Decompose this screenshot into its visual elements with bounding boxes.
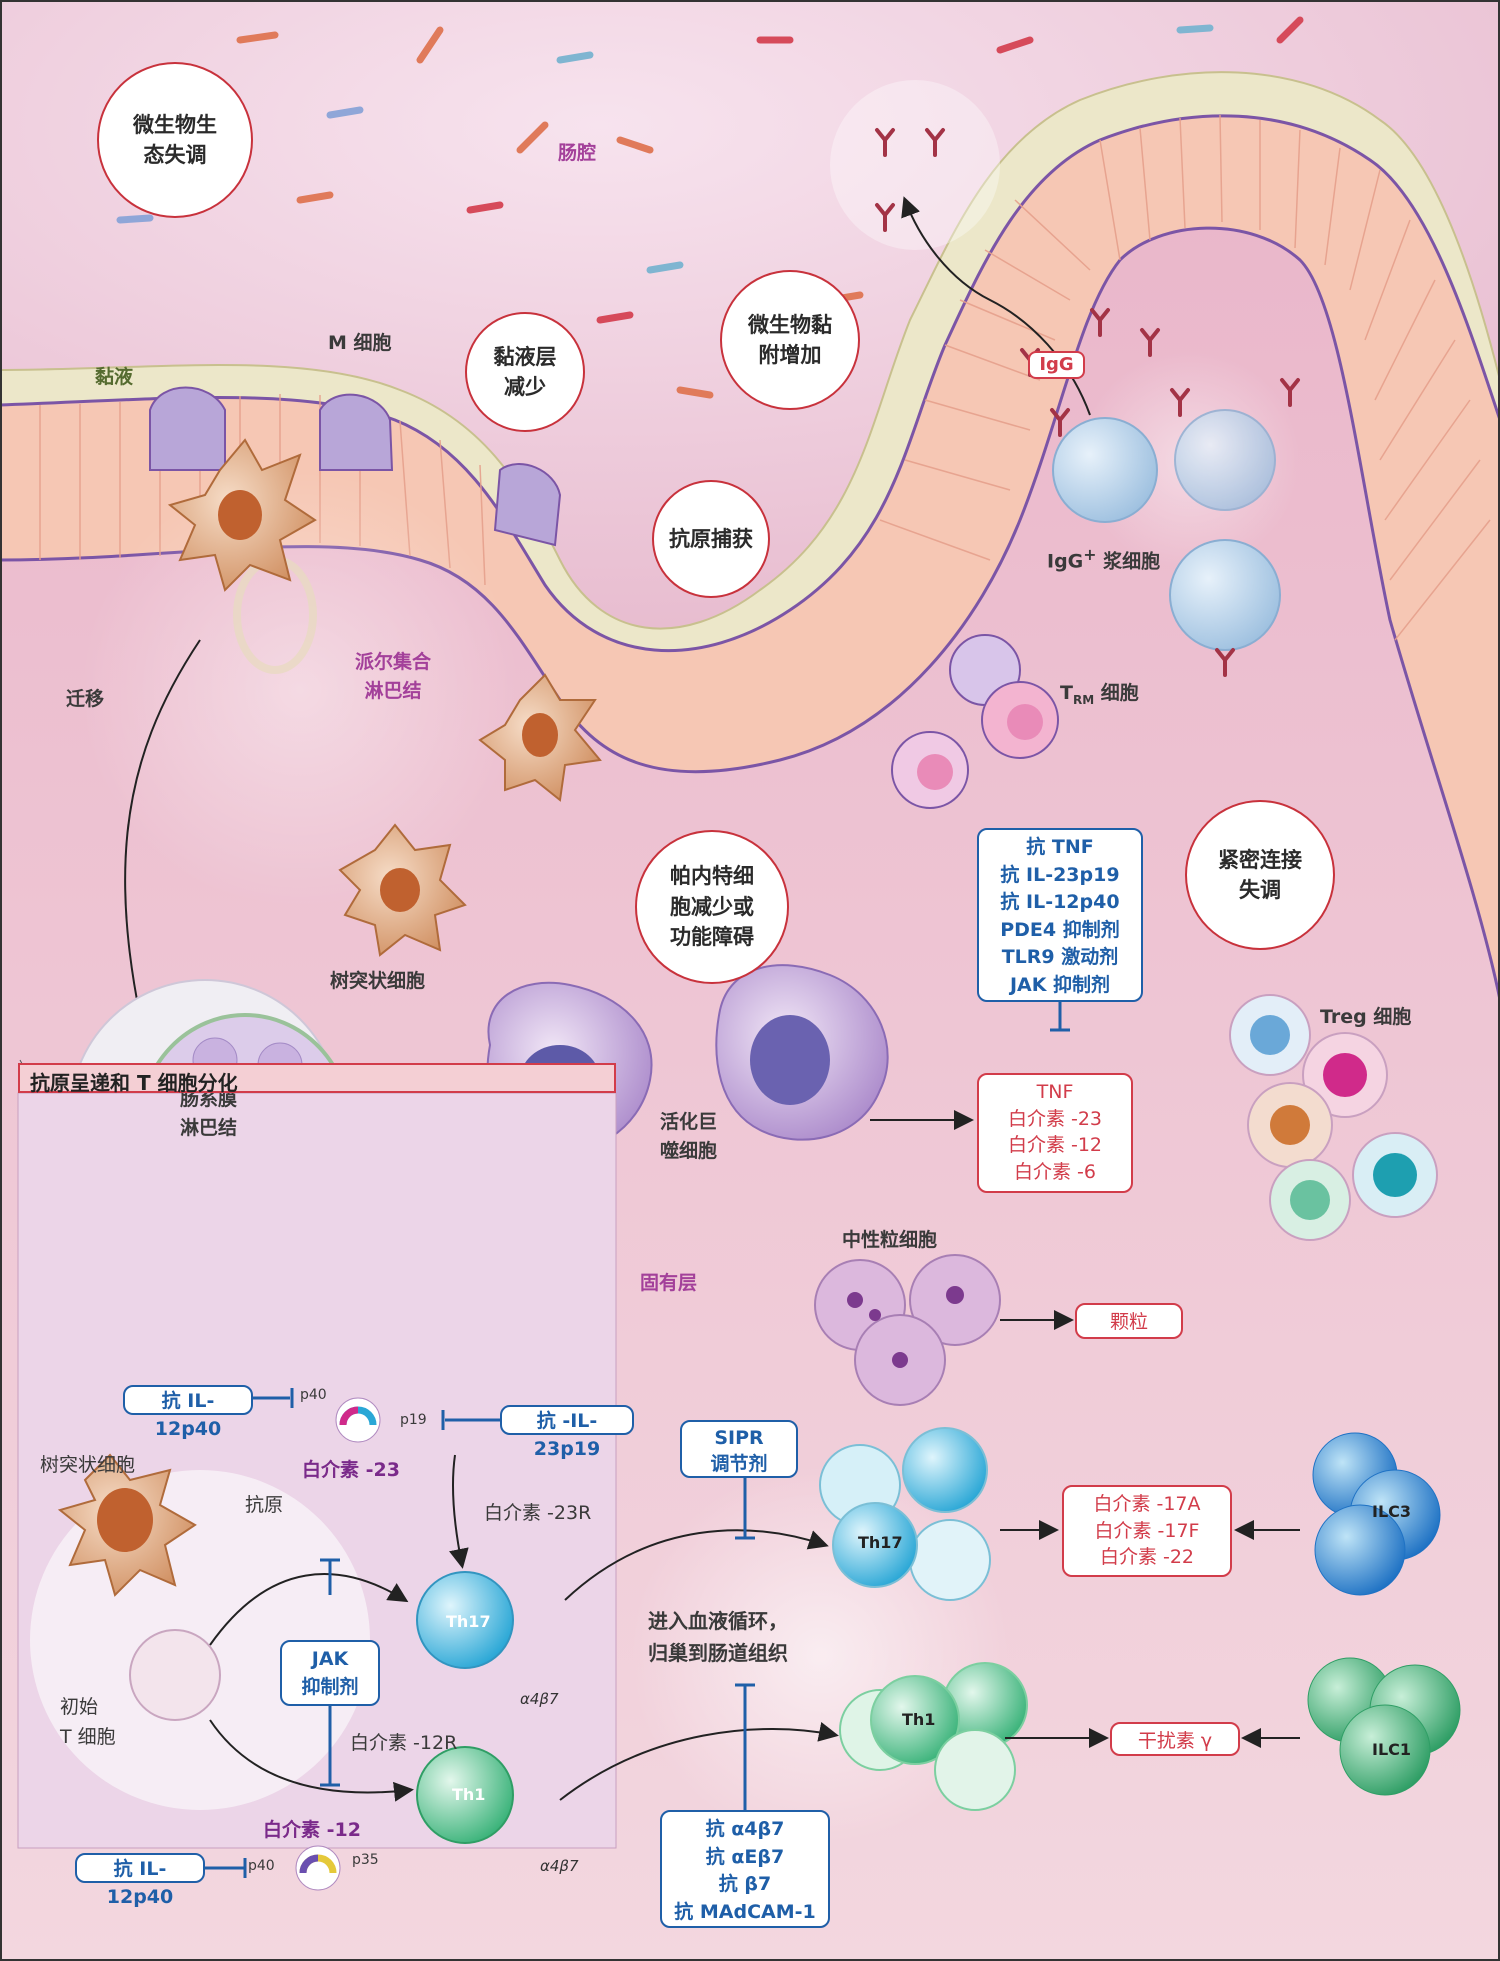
cytokine-item: 白介素 -17F bbox=[1094, 1519, 1200, 1542]
antigen-capture-text: 抗原捕获 bbox=[669, 526, 753, 551]
circulation-label: 进入血液循环， 归巢到肠道组织 bbox=[648, 1609, 788, 1665]
s1pr-box: SIPR 调节剂 bbox=[680, 1420, 798, 1478]
anti-p19-box: 抗 -IL-23p19 bbox=[500, 1405, 634, 1460]
jak-inhibitor-box: JAK 抑制剂 bbox=[280, 1640, 380, 1706]
cytokine-item: 白介素 -23 bbox=[1007, 1107, 1103, 1130]
integrin-box: 抗 α4β7 抗 αEβ7 抗 β7 抗 MAdCAM-1 bbox=[660, 1810, 830, 1928]
panel-th17-label: Th17 bbox=[446, 1612, 491, 1631]
cytokine-item: 白介素 -17A bbox=[1093, 1493, 1201, 1515]
plasma-sup: + bbox=[1083, 545, 1097, 564]
a4b7-label-2: α4β7 bbox=[540, 1857, 579, 1875]
integrin-item: 抗 α4β7 bbox=[705, 1818, 785, 1840]
p19-label: p19 bbox=[400, 1412, 427, 1428]
trm-suffix: 细胞 bbox=[1094, 682, 1139, 704]
ilc3-label: ILC3 bbox=[1372, 1502, 1412, 1521]
integrin-item: 抗 αEβ7 bbox=[705, 1845, 785, 1868]
plasma-cell-label: IgG+ 浆细胞 bbox=[1047, 545, 1160, 573]
cytokine-item: TNF bbox=[1036, 1081, 1074, 1103]
mucus-reduced-callout: 黏液层 减少 bbox=[465, 312, 585, 432]
neutrophil-label: 中性粒细胞 bbox=[842, 1229, 938, 1251]
mucus-reduced-text: 黏液层 减少 bbox=[493, 344, 557, 399]
treg-label: Treg 细胞 bbox=[1320, 1006, 1412, 1028]
il23-label: 白介素 -23 bbox=[302, 1459, 400, 1481]
p40-bottom-label: p40 bbox=[248, 1858, 275, 1874]
p35-label: p35 bbox=[352, 1852, 379, 1868]
p40-top-label: p40 bbox=[300, 1387, 327, 1403]
a4b7-label-1: α4β7 bbox=[520, 1690, 559, 1708]
dysbiosis-text: 微生物生 态失调 bbox=[133, 112, 217, 167]
th17-out-label: Th17 bbox=[858, 1533, 903, 1552]
anti-p40-top: 抗 IL-12p40 bbox=[123, 1385, 253, 1440]
therapy-item: 抗 IL-23p19 bbox=[1000, 863, 1120, 886]
tight-junction-text: 紧密连接 失调 bbox=[1218, 847, 1302, 902]
mucus-label: 黏液 bbox=[95, 366, 134, 388]
antigen-capture-callout: 抗原捕获 bbox=[652, 480, 770, 598]
therapy-item: PDE4 抑制剂 bbox=[1000, 918, 1120, 941]
igg-tag: IgG bbox=[1028, 351, 1085, 379]
integrin-item: 抗 MAdCAM-1 bbox=[674, 1900, 816, 1923]
antigen-label: 抗原 bbox=[245, 1494, 284, 1516]
panel-title: 抗原呈递和 T 细胞分化 bbox=[18, 1063, 616, 1095]
trm-label: TRM 细胞 bbox=[1060, 678, 1139, 707]
adherence-text: 微生物黏 附增加 bbox=[748, 312, 832, 367]
therapy-box-top: 抗 TNF 抗 IL-23p19 抗 IL-12p40 PDE4 抑制剂 TLR… bbox=[977, 828, 1143, 1002]
migration-label: 迁移 bbox=[66, 688, 105, 710]
therapy-item: 抗 TNF bbox=[1026, 836, 1094, 858]
therapy-item: TLR9 激动剂 bbox=[1001, 946, 1119, 969]
th1-out-label: Th1 bbox=[902, 1710, 936, 1729]
m-cell-label: M 细胞 bbox=[328, 332, 392, 354]
il12-label: 白介素 -12 bbox=[263, 1819, 361, 1841]
panel-th1-label: Th1 bbox=[452, 1785, 486, 1804]
paneth-text: 帕内特细 胞减少或 功能障碍 bbox=[670, 864, 754, 950]
ilc1-label: ILC1 bbox=[1372, 1740, 1412, 1759]
granules-box: 颗粒 bbox=[1075, 1303, 1183, 1339]
ifn-gamma-box: 干扰素 γ bbox=[1110, 1722, 1240, 1756]
adherence-callout: 微生物黏 附增加 bbox=[720, 270, 860, 410]
lumen-label: 肠腔 bbox=[558, 142, 597, 164]
cytokine-item: 白介素 -6 bbox=[1014, 1160, 1096, 1183]
macrophage-cytokines: TNF 白介素 -23 白介素 -12 白介素 -6 bbox=[977, 1073, 1133, 1193]
il12r-label: 白介素 -12R bbox=[350, 1732, 458, 1754]
th17-cytokines: 白介素 -17A 白介素 -17F 白介素 -22 bbox=[1062, 1485, 1232, 1577]
anti-p40-bottom: 抗 IL-12p40 bbox=[75, 1853, 205, 1908]
plasma-suffix: 浆细胞 bbox=[1096, 550, 1161, 573]
panel-dc-label: 树突状细胞 bbox=[40, 1454, 136, 1476]
therapy-item: 抗 IL-12p40 bbox=[1000, 891, 1120, 914]
trm-sub: RM bbox=[1072, 692, 1095, 707]
tight-junction-callout: 紧密连接 失调 bbox=[1185, 800, 1335, 950]
integrin-item: 抗 β7 bbox=[718, 1873, 772, 1896]
trm-text: T bbox=[1060, 682, 1073, 704]
plasma-text: IgG bbox=[1047, 550, 1084, 573]
therapy-item: JAK 抑制剂 bbox=[1009, 973, 1111, 996]
cytokine-item: 白介素 -12 bbox=[1007, 1134, 1103, 1157]
paneth-callout: 帕内特细 胞减少或 功能障碍 bbox=[635, 830, 789, 984]
dendritic-cell-label: 树突状细胞 bbox=[330, 970, 426, 992]
macrophage-label: 活化巨 噬细胞 bbox=[660, 1111, 718, 1162]
naive-t-label: 初始 T 细胞 bbox=[60, 1696, 116, 1749]
peyers-patch-label: 派尔集合 淋巴结 bbox=[355, 651, 432, 702]
mesenteric-node-label: 肠系膜 淋巴结 bbox=[180, 1088, 238, 1139]
lamina-propria-label: 固有层 bbox=[640, 1272, 698, 1294]
il23r-label: 白介素 -23R bbox=[484, 1502, 592, 1524]
dysbiosis-callout: 微生物生 态失调 bbox=[97, 62, 253, 218]
cytokine-item: 白介素 -22 bbox=[1099, 1546, 1195, 1569]
